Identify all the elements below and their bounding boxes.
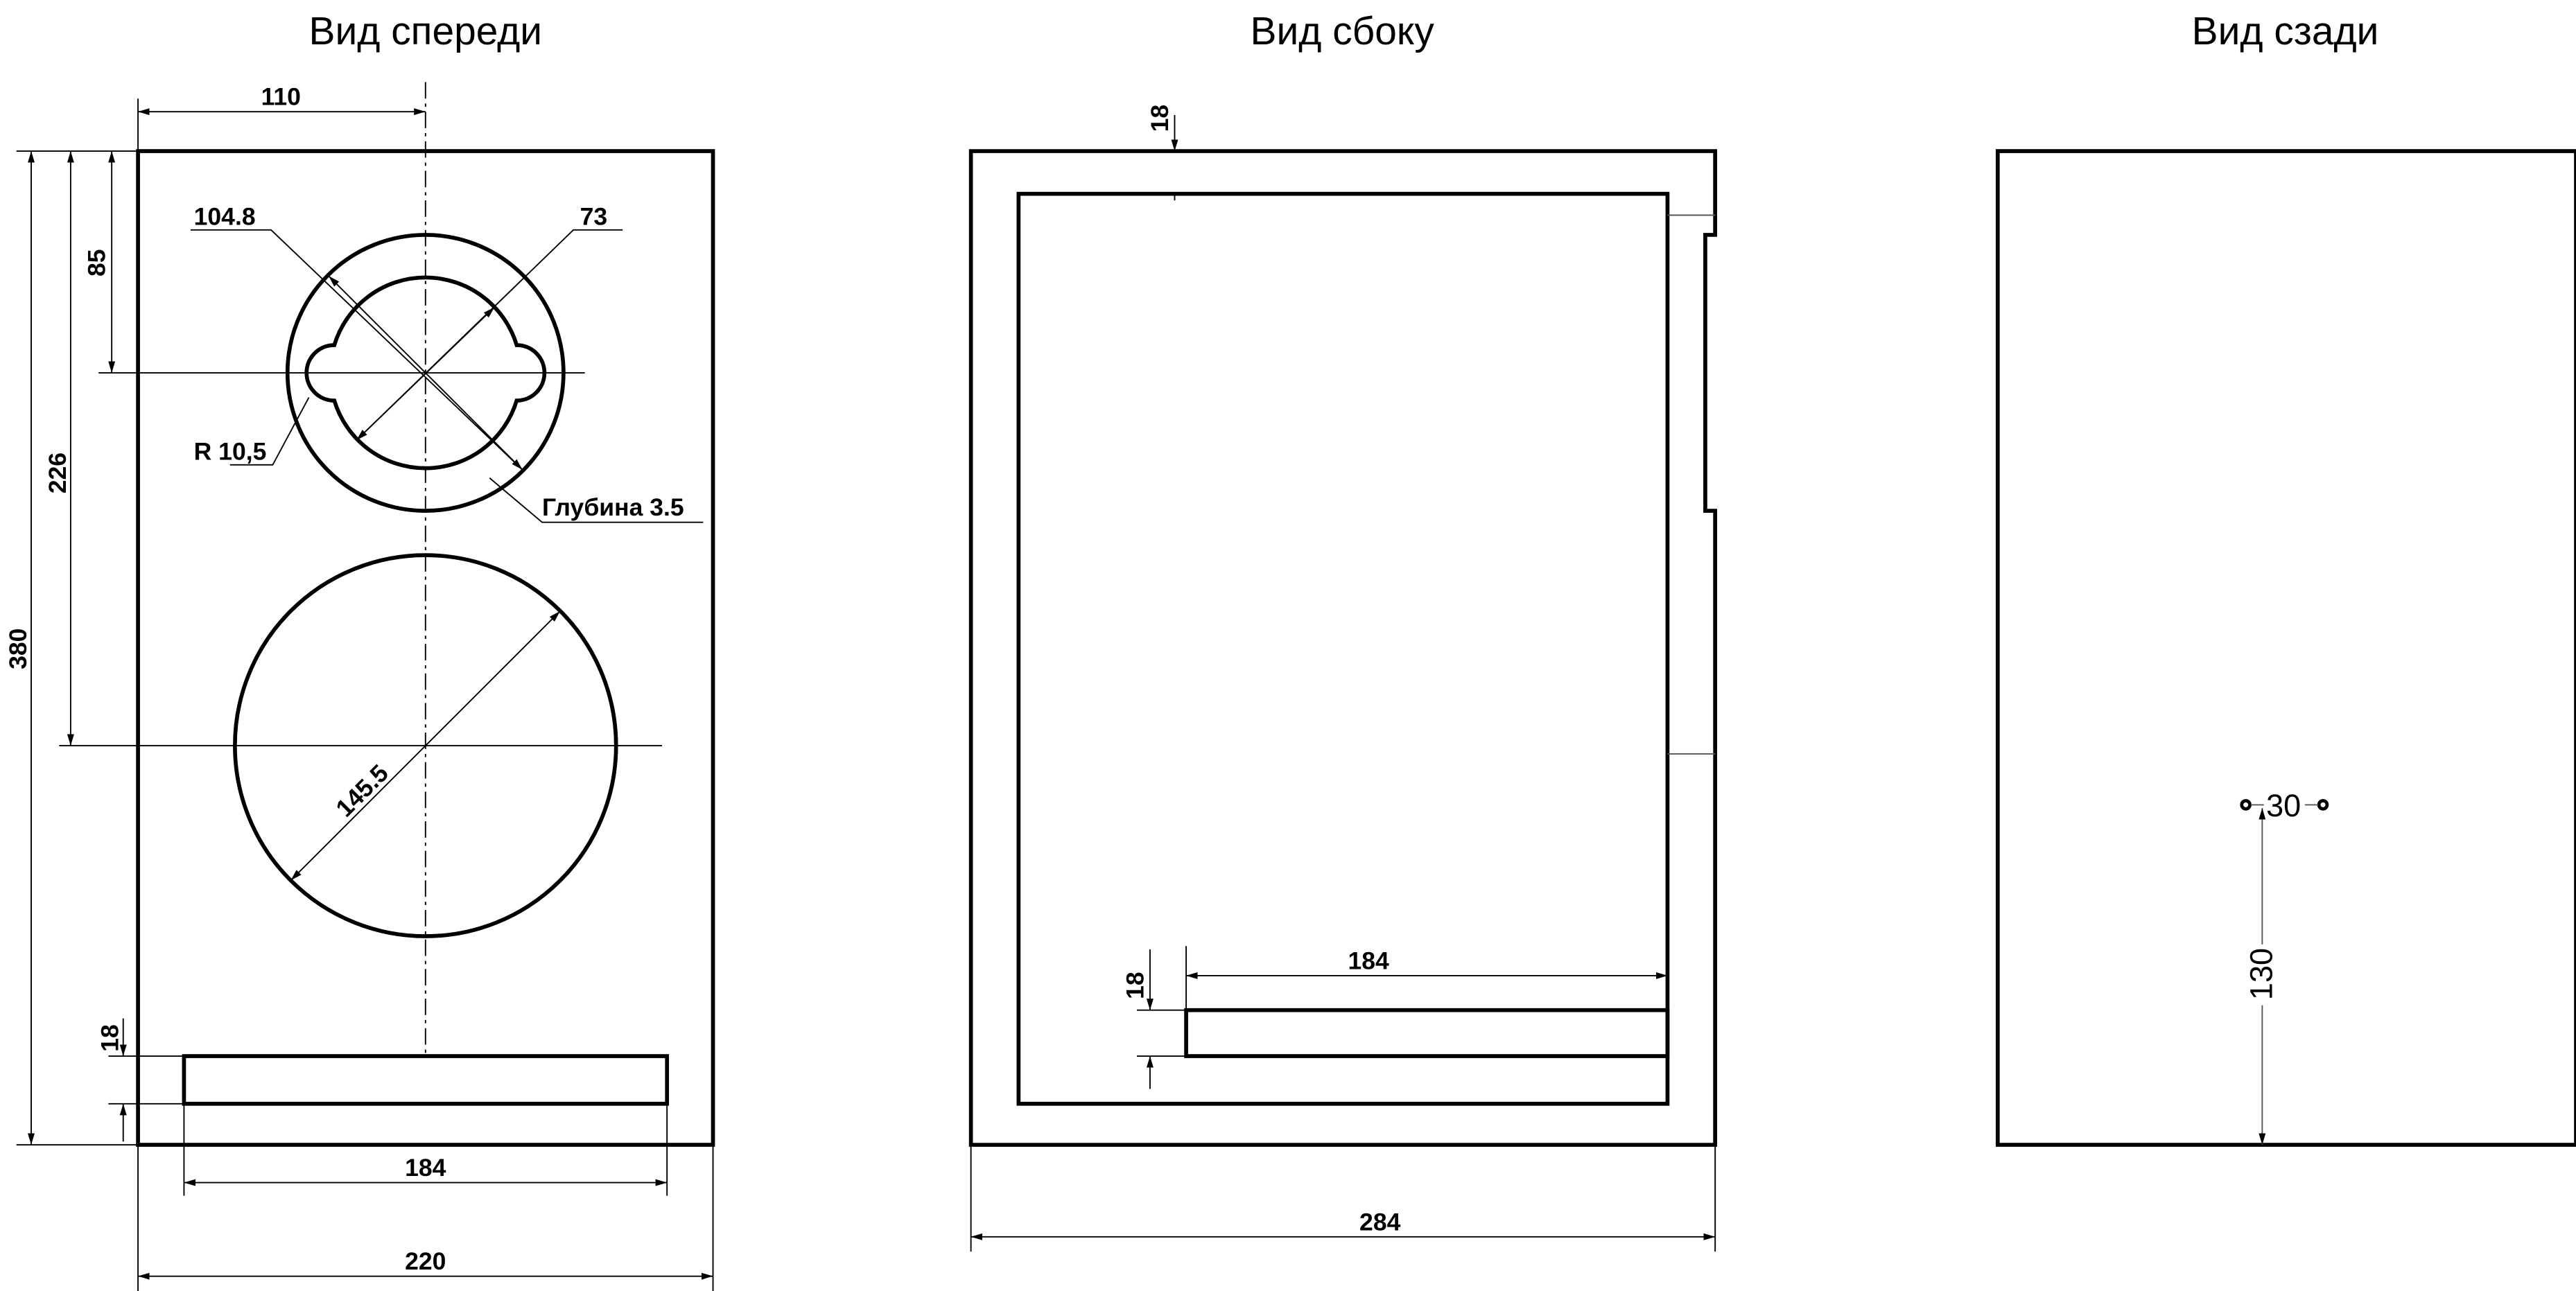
back-panel-outline [1995,149,2576,1147]
terminal-hole-left [2240,799,2252,811]
dim-terminal-height: 130 [2244,948,2279,1000]
woofer-cutout [233,553,618,938]
dim-width: 220 [405,1247,446,1275]
leader-73 [356,229,623,441]
back-view-title: Вид сзади [2192,10,2379,53]
dim-woofer-diameter: 145.5 [331,759,394,822]
dim-depth: 284 [1359,1208,1401,1236]
dim-tweeter-height: 85 [83,249,111,276]
side-panel-outline [968,149,1718,1147]
side-inner-outline [1016,191,1670,1106]
dim-recess-depth: Глубина 3.5 [542,493,684,521]
dim-port-width: 184 [405,1154,446,1182]
dim-port-height: 18 [96,1024,124,1052]
front-view: Вид спереди 110 85 226 380 104.8 73 R 10… [4,10,715,1291]
terminal-hole-right [2317,799,2329,811]
side-view-title: Вид сбоку [1251,10,1435,53]
dim-woofer-height: 226 [44,453,71,493]
back-view: Вид сзади 30 130 [1995,10,2576,1147]
tweeter-outer-recess [285,233,566,513]
dim-height: 380 [4,629,32,669]
dim-lobe-radius: R 10,5 [194,438,267,466]
dim-side-port-length: 184 [1348,947,1389,974]
leader-depth [489,477,704,523]
leader-r10-5 [229,397,310,466]
dim-tweeter-outer: 104.8 [194,203,256,231]
dim-panel-thickness: 18 [1146,105,1174,132]
dim-center-offset: 110 [261,83,301,111]
leader-104-8 [190,229,523,471]
dim-tweeter-inner: 73 [580,203,608,231]
front-port [182,1054,670,1106]
dim-terminal-spacing: 30 [2266,788,2301,823]
front-view-title: Вид спереди [309,10,543,53]
dim-line-145-5 [290,611,561,881]
side-view: Вид сбоку 18 184 18 284 [968,10,1718,1252]
side-port [1184,1008,1670,1058]
dim-side-port-height: 18 [1121,972,1149,999]
